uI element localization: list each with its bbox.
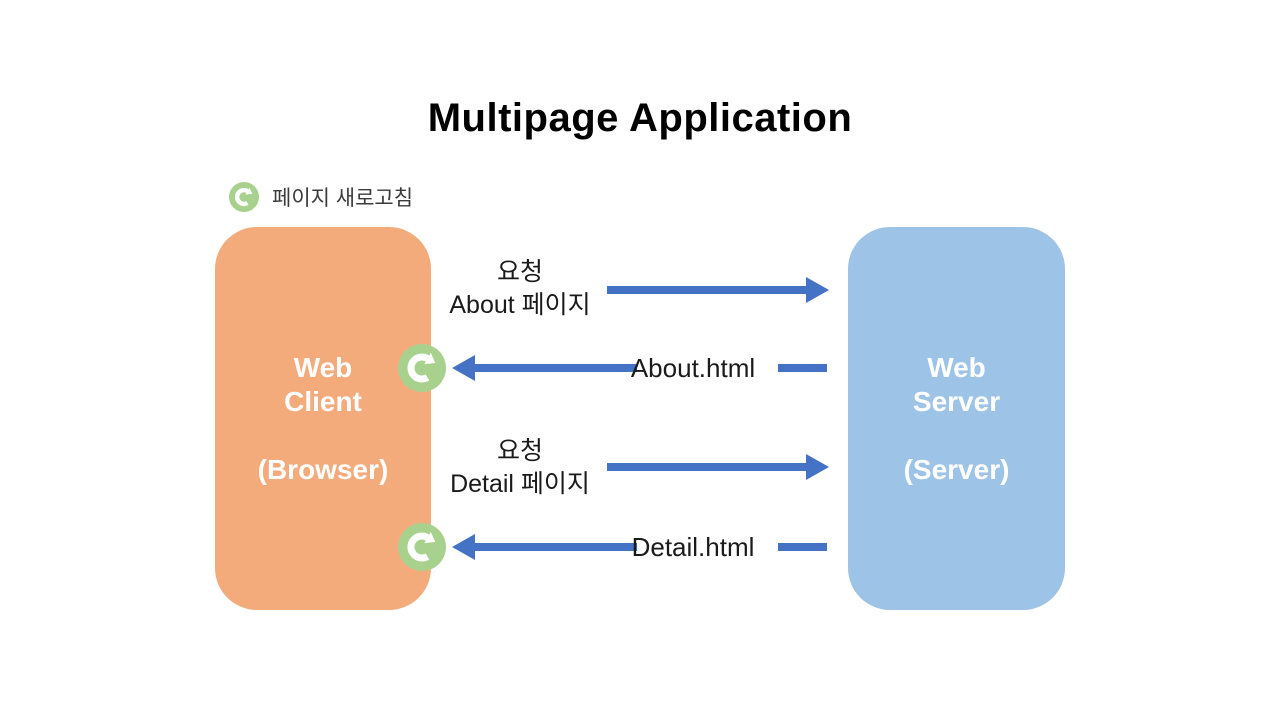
client-box-title-line2: Client bbox=[284, 385, 362, 417]
response-detail-arrowhead bbox=[452, 534, 475, 560]
refresh-icon bbox=[398, 344, 446, 392]
response-detail-arrow-line bbox=[473, 543, 637, 551]
legend: 페이지 새로고침 bbox=[229, 181, 413, 213]
request-about-label-line2: About 페이지 bbox=[449, 291, 591, 319]
client-box-subtitle: (Browser) bbox=[257, 453, 389, 485]
spacer bbox=[258, 419, 389, 453]
request-detail-arrowhead bbox=[806, 454, 829, 480]
diagram-title: Multipage Application bbox=[427, 96, 853, 140]
server-box: Web Server (Server) bbox=[848, 227, 1065, 610]
client-box-title-line1: Web bbox=[293, 351, 353, 383]
server-box-label: Web Server (Server) bbox=[904, 351, 1010, 487]
client-box-label: Web Client (Browser) bbox=[258, 351, 389, 487]
response-detail-label: Detail.html bbox=[631, 532, 755, 562]
refresh-icon bbox=[398, 523, 446, 571]
request-detail-label-line1: 요청 bbox=[496, 437, 543, 465]
request-about-label: 요청 About 페이지 bbox=[425, 256, 615, 322]
server-box-title-line1: Web bbox=[927, 351, 986, 383]
request-detail-label-line2: Detail 페이지 bbox=[450, 470, 590, 498]
request-about-arrow-line bbox=[607, 286, 808, 294]
request-about-arrowhead bbox=[806, 277, 829, 303]
server-box-title-line2: Server bbox=[912, 385, 1001, 417]
response-about-arrow-tail bbox=[778, 364, 827, 372]
request-about-label-line1: 요청 bbox=[496, 258, 543, 286]
refresh-icon bbox=[229, 182, 259, 212]
response-about-label: About.html bbox=[630, 353, 756, 383]
spacer bbox=[904, 419, 1010, 453]
server-box-subtitle: (Server) bbox=[903, 453, 1010, 485]
legend-label: 페이지 새로고침 bbox=[272, 187, 414, 210]
response-about-arrowhead bbox=[452, 355, 475, 381]
request-detail-arrow-line bbox=[607, 463, 808, 471]
response-detail-arrow-tail bbox=[778, 543, 827, 551]
request-detail-label: 요청 Detail 페이지 bbox=[425, 435, 615, 501]
response-about-arrow-line bbox=[473, 364, 637, 372]
client-box: Web Client (Browser) bbox=[215, 227, 431, 610]
